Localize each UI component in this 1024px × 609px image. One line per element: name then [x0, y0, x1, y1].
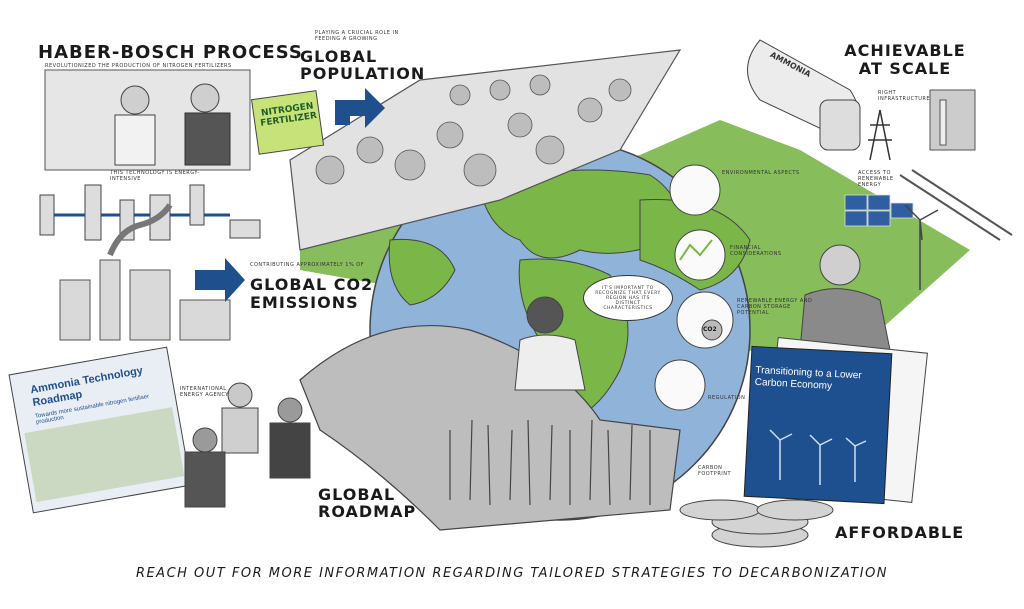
- iea-caption: INTERNATIONAL ENERGY AGENCY: [180, 386, 229, 398]
- affordable-title: AFFORDABLE: [835, 523, 965, 542]
- factory-sketch: [59, 203, 231, 341]
- energy-intensive-caption: THIS TECHNOLOGY IS ENERGY-INTENSIVE: [110, 170, 200, 182]
- environmental-caption: ENVIRONMENTAL ASPECTS: [722, 170, 800, 176]
- infrastructure-caption: RIGHT INFRASTRUCTURE: [878, 90, 930, 102]
- crowd-heads: [315, 74, 632, 187]
- global-population-title: GLOBAL POPULATION: [300, 47, 426, 83]
- speech-bubble: IT'S IMPORTANT TO RECOGNIZE THAT EVERY R…: [583, 275, 673, 321]
- access-renewable-caption: ACCESS TO RENEWABLE ENERGY: [858, 170, 894, 188]
- co2-caption: CONTRIBUTING APPROXIMATELY 1% OF: [250, 262, 365, 268]
- wind-turbine: [904, 204, 939, 290]
- speech-text: IT'S IMPORTANT TO RECOGNIZE THAT EVERY R…: [595, 285, 661, 311]
- businesswoman-figure: [799, 244, 891, 351]
- population-arrow: [335, 88, 385, 128]
- book-turbines: [769, 429, 867, 485]
- regulation-caption: REGULATION: [708, 395, 746, 401]
- haber-bosch-caption: REVOLUTIONIZED THE PRODUCTION OF NITROGE…: [45, 63, 232, 69]
- process-schematic: [39, 184, 261, 241]
- co2-arrow: [195, 258, 245, 302]
- global-co2-title: GLOBAL CO2 EMISSIONS: [250, 275, 374, 312]
- regulation-icon: [654, 359, 706, 411]
- crowd-panel: [289, 49, 682, 251]
- globe-continent-america: [388, 238, 456, 306]
- footer-cta: REACH OUT FOR MORE INFORMATION REGARDING…: [135, 566, 889, 581]
- environment-icon: [669, 164, 721, 216]
- global-roadmap-title: GLOBAL ROADMAP: [318, 485, 417, 521]
- achievable-title: ACHIEVABLE AT SCALE: [844, 41, 966, 78]
- crops: [449, 419, 651, 506]
- haber-bosch-title: HABER-BOSCH PROCESS: [38, 42, 303, 63]
- renewable-caption: RENEWABLE ENERGY AND CARBON STORAGE POTE…: [737, 298, 813, 316]
- co2-bubble-label: CO2: [703, 326, 717, 333]
- solar-panels: [844, 194, 914, 227]
- ammonia-tank-end: [819, 99, 861, 151]
- population-caption: PLAYING A CRUCIAL ROLE IN FEEDING A GROW…: [315, 30, 399, 42]
- power-pylon: [868, 109, 892, 161]
- fertilizer-bag: [250, 90, 325, 155]
- workers: [184, 382, 311, 508]
- renewable-icon: [676, 291, 734, 349]
- carbon-footprint-caption: CARBON FOOTPRINT: [698, 465, 732, 477]
- pipes: [929, 89, 976, 151]
- coins: [679, 499, 834, 548]
- woman-figure: [514, 296, 586, 391]
- financial-caption: FINANCIAL CONSIDERATIONS: [730, 245, 782, 257]
- rail-track: [899, 169, 1013, 241]
